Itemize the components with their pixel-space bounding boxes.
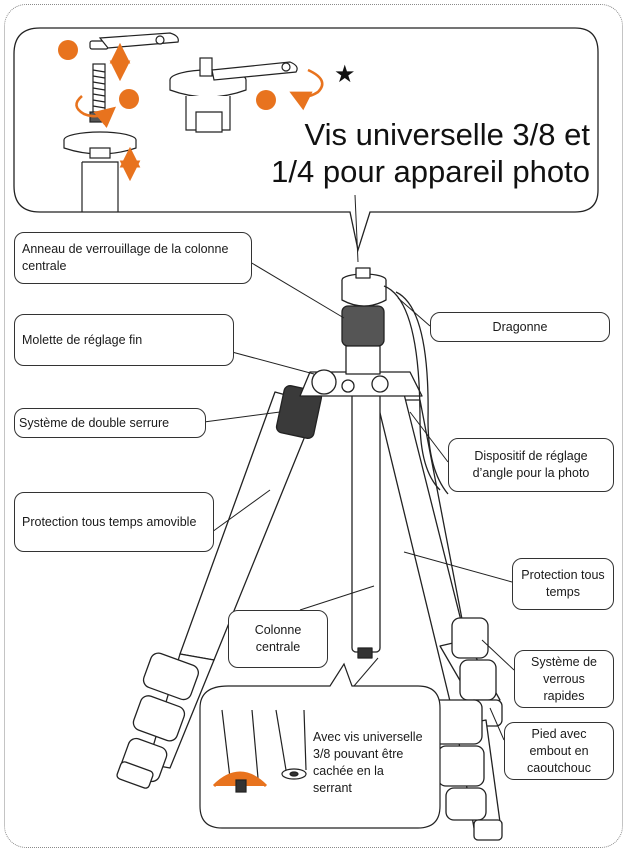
label-center-column-text: Colonne centrale	[254, 623, 302, 654]
screw-inset-bubble	[199, 662, 441, 829]
leader-lines	[203, 194, 515, 741]
hidden-screw-detail	[212, 709, 307, 793]
inset-bubble	[13, 27, 599, 253]
label-angle-device-text: Dispositif de réglage d’angle pour la ph…	[472, 449, 590, 480]
title-line-1: Vis universelle 3/8 et	[304, 117, 590, 152]
label-strap: Dragonne	[430, 312, 610, 342]
label-rubber-foot: Pied avec embout en caoutchouc	[504, 722, 614, 780]
label-hidden-screw: Avec vis universelle 3/8 pouvant être ca…	[306, 708, 430, 818]
label-lock-ring-text: Anneau de verrouillage de la colonne cen…	[22, 242, 229, 273]
label-quick-locks-text: Système de verrous rapides	[530, 654, 597, 703]
title-line-2: 1/4 pour appareil photo	[271, 154, 590, 189]
label-quick-locks: Système de verrous rapides	[514, 650, 614, 708]
label-strap-text: Dragonne	[492, 319, 548, 334]
outer-dotted-frame	[4, 4, 623, 848]
middle-leg-locks	[431, 699, 503, 841]
orange-markers	[58, 40, 276, 110]
star-marker: ★	[334, 61, 356, 88]
left-leg-locks	[116, 652, 199, 789]
label-all-weather: Protection tous temps	[512, 558, 614, 610]
rotation-arrows	[75, 42, 324, 182]
label-center-column: Colonne centrale	[228, 610, 328, 668]
screw-title: Vis universelle 3/8 et 1/4 pour appareil…	[230, 116, 590, 190]
label-fine-knob-text: Molette de réglage fin	[22, 332, 143, 347]
label-lock-ring: Anneau de verrouillage de la colonne cen…	[14, 232, 252, 284]
label-rubber-foot-text: Pied avec embout en caoutchouc	[527, 726, 591, 775]
tripod	[116, 267, 503, 841]
label-hidden-screw-text: Avec vis universelle 3/8 pouvant être ca…	[313, 730, 423, 795]
label-fine-knob: Molette de réglage fin	[14, 314, 234, 366]
inset-screw-parts	[63, 32, 298, 212]
label-removable-protection: Protection tous temps amovible	[14, 492, 214, 552]
label-angle-device: Dispositif de réglage d’angle pour la ph…	[448, 438, 614, 492]
label-all-weather-text: Protection tous temps	[521, 568, 605, 599]
column	[351, 387, 381, 653]
label-double-lock-text: Système de double serrure	[19, 415, 170, 430]
label-double-lock: Système de double serrure	[14, 408, 206, 438]
label-removable-protection-text: Protection tous temps amovible	[22, 514, 197, 529]
